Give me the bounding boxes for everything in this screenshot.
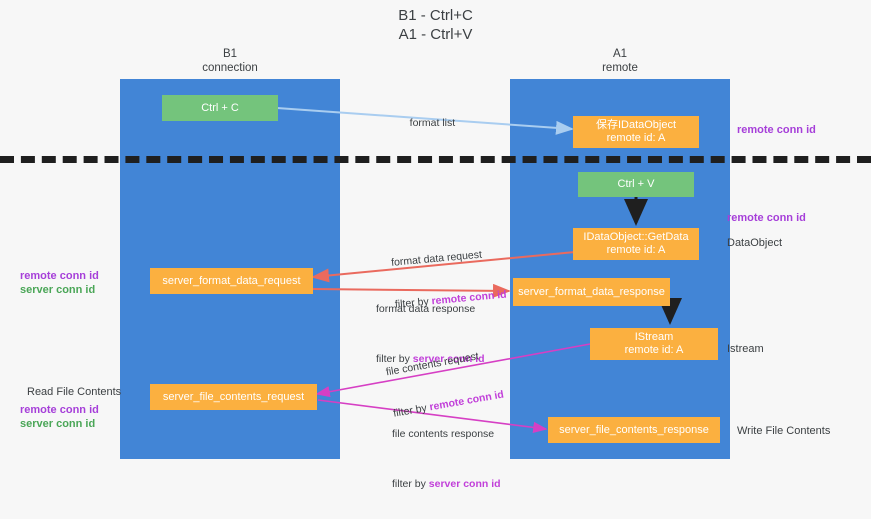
node-server-file-contents-request[interactable]: server_file_contents_request: [150, 384, 317, 410]
node-server-file-contents-response[interactable]: server_file_contents_response: [548, 417, 720, 443]
diagram-canvas: B1 - Ctrl+C A1 - Ctrl+V B1 connection A1 re…: [0, 6, 871, 490]
annotation-left-remote-conn-id-mid: remote conn id: [20, 270, 99, 282]
edge-label-format-data-response-line1: format data response: [376, 303, 476, 315]
annotation-right-remote-conn-id-top: remote conn id: [737, 124, 816, 136]
edge-label-format-data-response: format data response filter by server co…: [376, 274, 485, 394]
edge-label-format-data-response-line2: filter by: [376, 353, 413, 365]
edge-label-file-contents-response-line2: filter by: [392, 478, 429, 490]
annotation-right-istream: Istream: [727, 343, 764, 355]
diagram-title-line2: A1 - Ctrl+V: [398, 26, 473, 43]
lane-header-a1: A1 remote: [510, 47, 730, 75]
edge-label-file-contents-response: file contents response filter by server …: [392, 399, 501, 519]
annotation-right-dataobject: DataObject: [727, 237, 783, 249]
phase-divider: [0, 156, 871, 163]
node-ctrl-v[interactable]: Ctrl + V: [578, 172, 694, 197]
edge-label-file-contents-response-tag: server conn id: [428, 478, 501, 490]
diagram-title-line1: B1 - Ctrl+C: [398, 7, 473, 24]
annotation-left-server-conn-id-bot: server conn id: [20, 418, 96, 430]
lane-header-a1-line1: A1: [612, 48, 628, 60]
node-save-idataobject[interactable]: 保存IDataObject remote id: A: [573, 116, 699, 148]
annotation-left-read-file-contents: Read File Contents: [27, 386, 122, 398]
lane-header-b1: B1 connection: [120, 47, 340, 75]
edge-label-file-contents-response-line1: file contents response: [392, 428, 495, 440]
node-ctrl-c[interactable]: Ctrl + C: [162, 95, 278, 121]
diagram-title: B1 - Ctrl+C A1 - Ctrl+V: [0, 6, 871, 44]
node-server-format-data-request[interactable]: server_format_data_request: [150, 268, 313, 294]
node-idataobject-getdata[interactable]: IDataObject::GetData remote id: A: [573, 228, 699, 260]
edge-label-file-contents-request-line1: file contents request: [385, 350, 480, 379]
annotation-right-write-file-contents: Write File Contents: [737, 425, 831, 437]
edge-label-format-data-request-line1: format data request: [390, 248, 483, 269]
annotation-left-remote-conn-id-bot: remote conn id: [20, 404, 99, 416]
edge-label-format-list: format list: [398, 102, 456, 144]
edge-label-format-list-line1: format list: [409, 117, 456, 129]
annotation-left-server-conn-id-mid: server conn id: [20, 284, 96, 296]
lane-header-b1-line2: connection: [202, 62, 258, 74]
node-server-format-data-response[interactable]: server_format_data_response: [513, 278, 670, 306]
node-istream[interactable]: IStream remote id: A: [590, 328, 718, 360]
edge-label-format-data-response-tag: server conn id: [412, 353, 485, 365]
lane-header-b1-line1: B1: [222, 48, 238, 60]
lane-header-a1-line2: remote: [602, 62, 638, 74]
annotation-right-remote-conn-id-mid: remote conn id: [727, 212, 806, 224]
